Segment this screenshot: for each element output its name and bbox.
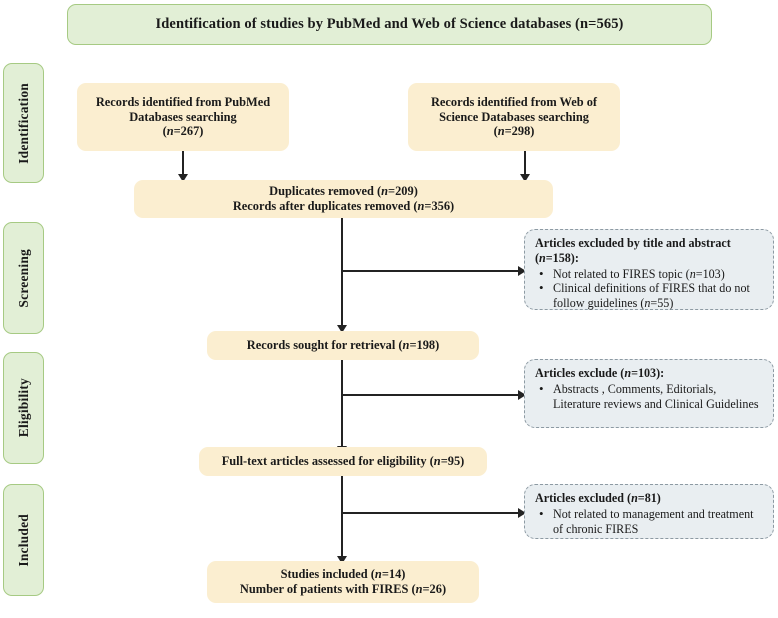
arrowhead-pubmed-to-duplicates xyxy=(178,174,188,182)
exclusion-2-item-0: Abstracts , Comments, Editorials, Litera… xyxy=(539,381,764,412)
box-records-sought-text: Records sought for retrieval (n=198) xyxy=(246,338,440,353)
box-fulltext-assessed: Full-text articles assessed for eligibil… xyxy=(199,447,487,476)
box-records-sought: Records sought for retrieval (n=198) xyxy=(207,331,479,360)
stage-label-screening: Screening xyxy=(3,222,44,334)
stage-label-identification-text: Identification xyxy=(15,82,31,164)
stage-label-eligibility-text: Eligibility xyxy=(15,378,31,438)
connector-branch-exclusion-3 xyxy=(341,512,521,514)
box-duplicates-removed: Duplicates removed (n=209) Records after… xyxy=(134,180,553,218)
stage-label-included-text: Included xyxy=(15,513,31,567)
arrowhead-duplicates-to-sought xyxy=(337,325,347,333)
diagram-title-banner: Identification of studies by PubMed and … xyxy=(67,4,712,45)
connector-branch-exclusion-2 xyxy=(341,394,521,396)
diagram-title-text: Identification of studies by PubMed and … xyxy=(155,15,624,32)
box-duplicates-line2: Records after duplicates removed (n=356) xyxy=(232,199,455,213)
arrowhead-fulltext-to-included xyxy=(337,556,347,564)
box-fulltext-assessed-text: Full-text articles assessed for eligibil… xyxy=(221,454,465,469)
connector-pubmed-to-duplicates xyxy=(182,151,184,176)
arrowhead-wos-to-duplicates xyxy=(520,174,530,182)
exclusion-box-not-related: Articles excluded (n=81) Not related to … xyxy=(524,484,774,539)
box-records-pubmed-line1: Records identified from PubMed xyxy=(95,95,271,110)
exclusion-1-list: Not related to FIRES topic (n=103) Clini… xyxy=(535,266,764,311)
box-studies-included-line1: Studies included (n=14) xyxy=(280,567,406,582)
stage-label-included: Included xyxy=(3,484,44,596)
exclusion-1-item-0: Not related to FIRES topic (n=103) xyxy=(539,266,764,282)
arrowhead-branch-exclusion-1 xyxy=(518,266,526,276)
box-records-wos-count: (n=298) xyxy=(493,124,535,139)
box-studies-included-line2: Number of patients with FIRES (n=26) xyxy=(239,582,447,596)
exclusion-2-header: Articles exclude (n=103): xyxy=(535,366,665,380)
exclusion-3-header: Articles excluded (n=81) xyxy=(535,491,661,505)
exclusion-box-title-abstract: Articles excluded by title and abstract … xyxy=(524,229,774,310)
stage-label-screening-text: Screening xyxy=(15,248,31,308)
exclusion-box-article-type: Articles exclude (n=103): Abstracts , Co… xyxy=(524,359,774,428)
exclusion-1-header: Articles excluded by title and abstract … xyxy=(535,236,731,265)
connector-duplicates-to-sought xyxy=(341,218,343,328)
exclusion-1-item-1: Clinical definitions of FIRES that do no… xyxy=(539,280,764,311)
box-records-wos-line1: Records identified from Web of xyxy=(430,95,598,110)
exclusion-3-list: Not related to management and treatment … xyxy=(535,506,764,537)
box-records-wos-line2: Science Databases searching xyxy=(439,109,589,124)
exclusion-2-list: Abstracts , Comments, Editorials, Litera… xyxy=(535,381,764,412)
connector-sought-to-fulltext xyxy=(341,360,343,449)
connector-wos-to-duplicates xyxy=(524,151,526,176)
box-records-pubmed: Records identified from PubMed Databases… xyxy=(77,83,289,151)
connector-fulltext-to-included xyxy=(341,476,343,560)
arrowhead-branch-exclusion-2 xyxy=(518,390,526,400)
stage-label-identification: Identification xyxy=(3,63,44,183)
box-duplicates-line1: Duplicates removed (n=209) xyxy=(269,184,418,199)
connector-branch-exclusion-1 xyxy=(341,270,521,272)
box-records-pubmed-line2: Databases searching xyxy=(129,109,237,124)
exclusion-3-item-0: Not related to management and treatment … xyxy=(539,506,764,537)
stage-label-eligibility: Eligibility xyxy=(3,352,44,464)
box-records-wos: Records identified from Web of Science D… xyxy=(408,83,620,151)
box-studies-included: Studies included (n=14) Number of patien… xyxy=(207,561,479,603)
arrowhead-branch-exclusion-3 xyxy=(518,508,526,518)
box-records-pubmed-count: (n=267) xyxy=(162,124,204,139)
